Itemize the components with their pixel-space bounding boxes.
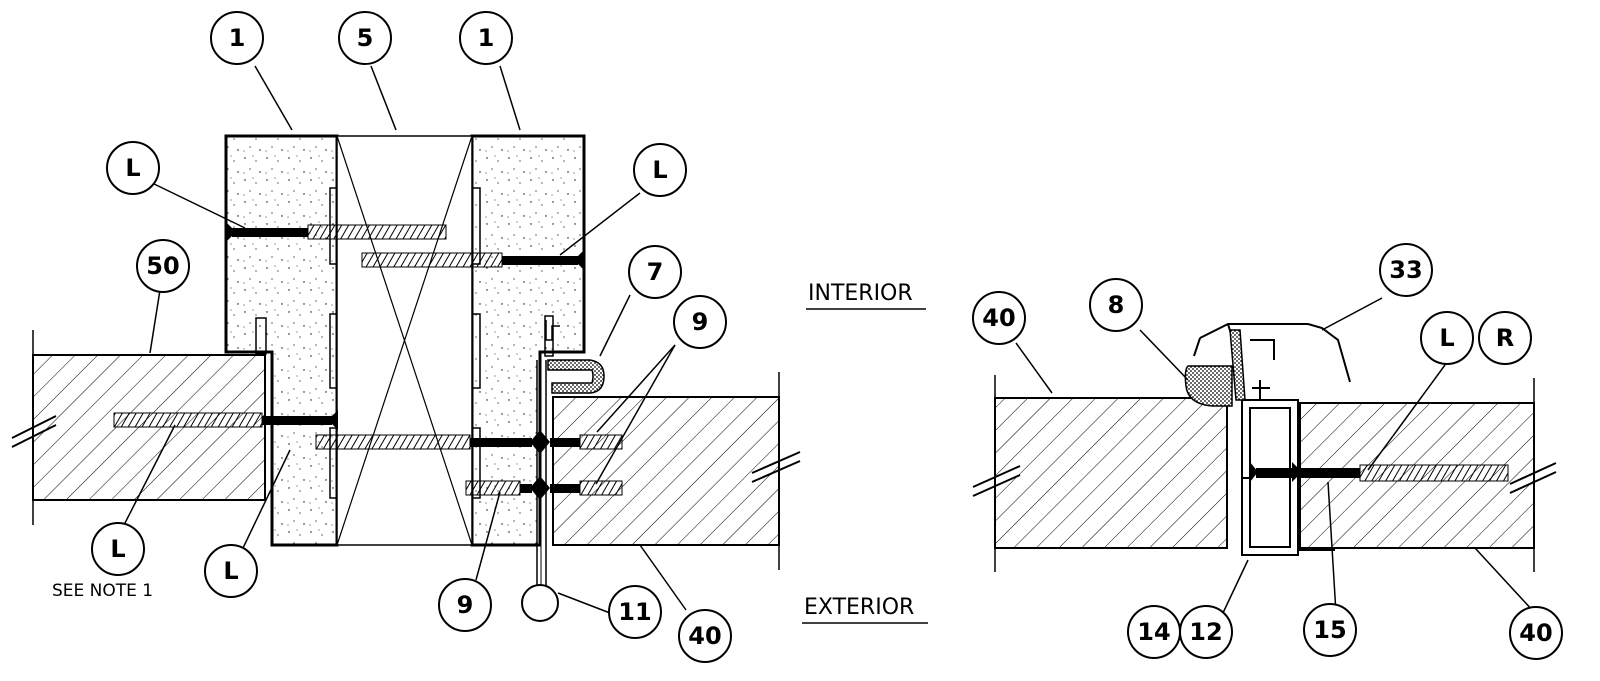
callout-right-1: 8 xyxy=(1089,278,1143,332)
callout-left-0: 1 xyxy=(210,11,264,65)
callout-text: 33 xyxy=(1389,256,1422,284)
callout-right-7: 15 xyxy=(1303,603,1357,657)
callout-text: 15 xyxy=(1313,616,1346,644)
callout-left-1: 5 xyxy=(338,11,392,65)
callout-text: 9 xyxy=(692,308,709,336)
callout-text: L xyxy=(125,154,140,182)
callout-text: L xyxy=(223,557,238,585)
leaders-right xyxy=(1015,297,1535,616)
seal-7 xyxy=(547,359,605,394)
callout-left-8: L xyxy=(91,522,145,576)
screw-lower xyxy=(465,476,623,500)
callout-left-9: L xyxy=(204,544,258,598)
callout-right-4: R xyxy=(1478,311,1532,365)
callout-text: 40 xyxy=(982,304,1015,332)
panel-40-left xyxy=(994,397,1228,549)
callout-text: R xyxy=(1496,324,1514,352)
callout-right-2: 33 xyxy=(1379,243,1433,297)
callout-left-10: 9 xyxy=(438,578,492,632)
callout-left-2: 1 xyxy=(459,11,513,65)
callout-text: 40 xyxy=(688,622,721,650)
callout-text: 11 xyxy=(618,598,651,626)
break-mark xyxy=(1509,462,1557,494)
callout-left-6: 7 xyxy=(628,245,682,299)
extrusion-12 xyxy=(1241,399,1299,556)
note-label: SEE NOTE 1 xyxy=(52,581,153,601)
callout-left-7: 9 xyxy=(673,295,727,349)
callout-right-0: 40 xyxy=(972,291,1026,345)
side-labels: INTERIOR EXTERIOR SEE NOTE 1 xyxy=(52,281,928,624)
break-mark xyxy=(751,451,801,483)
cap-33 xyxy=(1193,323,1351,383)
callout-text: 9 xyxy=(457,591,474,619)
callout-text: L xyxy=(110,535,125,563)
callout-right-3: L xyxy=(1420,311,1474,365)
callout-text: 14 xyxy=(1137,618,1170,646)
callout-left-5: 50 xyxy=(136,239,190,293)
break-mark xyxy=(972,465,1021,497)
gasket-8 xyxy=(1184,365,1233,407)
right-detail xyxy=(972,323,1557,572)
callout-text: L xyxy=(1439,324,1454,352)
callout-text: 1 xyxy=(478,24,495,52)
screw-15 xyxy=(1250,462,1509,482)
callout-left-3: L xyxy=(106,141,160,195)
drip-flashing-11 xyxy=(536,360,547,590)
leaders-left xyxy=(123,65,687,614)
screw-upper-right xyxy=(361,250,584,270)
callout-left-12: 40 xyxy=(678,609,732,663)
exterior-label: EXTERIOR xyxy=(804,595,914,620)
callout-right-6: 12 xyxy=(1179,605,1233,659)
callout-text: 40 xyxy=(1519,619,1552,647)
screw-panel-50 xyxy=(113,410,338,430)
callout-right-8: 40 xyxy=(1509,606,1563,660)
screw-mid-long xyxy=(315,430,623,454)
break-mark xyxy=(11,415,57,448)
callout-right-5: 14 xyxy=(1127,605,1181,659)
callout-text: 5 xyxy=(357,24,374,52)
interior-label: INTERIOR xyxy=(808,281,913,306)
callout-text: 1 xyxy=(229,24,246,52)
callout-text: L xyxy=(652,156,667,184)
callout-left-11: 11 xyxy=(608,585,662,639)
panel-40 xyxy=(552,396,780,546)
callout-text: 8 xyxy=(1108,291,1125,319)
callout-text: 7 xyxy=(647,258,664,286)
callout-text: 50 xyxy=(146,252,179,280)
screw-upper-left xyxy=(226,222,447,242)
callout-left-4: L xyxy=(633,143,687,197)
callout-text: 12 xyxy=(1189,618,1222,646)
left-detail xyxy=(11,134,801,622)
